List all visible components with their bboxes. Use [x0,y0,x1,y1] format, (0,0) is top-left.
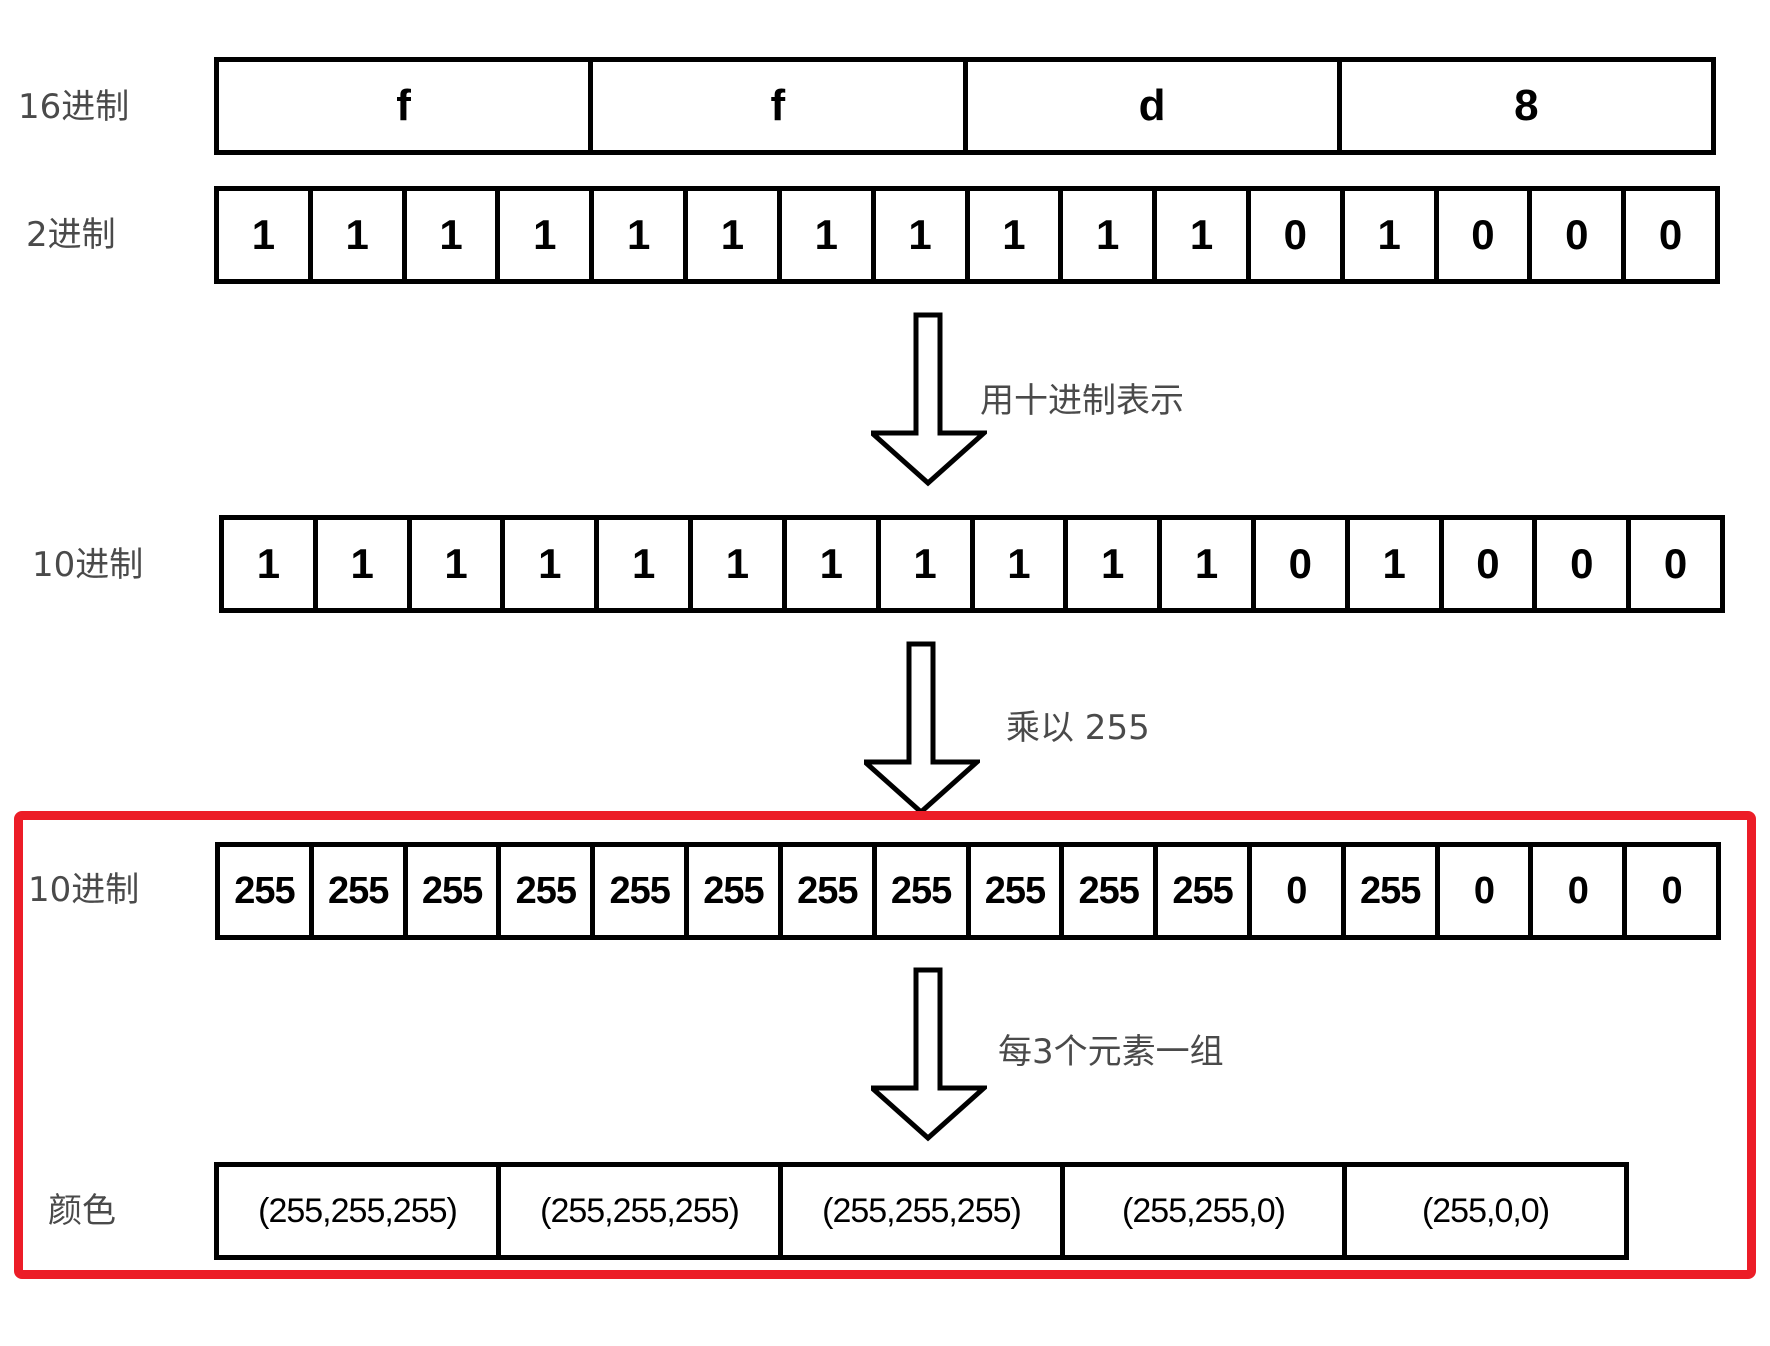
hex-cell: 8 [1514,81,1539,130]
down-arrow-icon [871,312,987,487]
hex-cell: f [593,62,968,150]
decimal-cell: 1 [599,520,694,608]
decimal-cell: 1 [318,520,412,608]
hex-cell: f [219,62,594,150]
binary-cell: 1 [594,191,689,279]
color-cell: (255,0,0) [1421,1191,1550,1230]
scaled-cell: 255 [595,847,690,935]
scaled-cell: 255 [877,847,971,935]
decimal-cell: 1 [975,520,1069,608]
binary-cell: 1 [876,191,970,279]
decimal-cell: 1 [505,520,600,608]
hex-row: f f d 8 [214,57,1716,155]
scaled-cell: 0 [1440,847,1534,935]
binary-cell: 1 [407,191,501,279]
scaled-cell: 255 [314,847,408,935]
scaled-cell: 255 [1346,847,1440,935]
decimal-cell: 0 [1537,520,1632,608]
binary-row: 1 1 1 1 1 1 1 1 1 1 1 0 1 0 0 0 [214,186,1720,284]
step-group: 每3个元素一组 [998,1032,1224,1072]
decimal-cell: 1 [412,520,506,608]
step-to-decimal: 用十进制表示 [980,381,1184,421]
color-cell: (255,255,255) [783,1167,1065,1255]
binary-cell: 1 [1345,191,1439,279]
decimal-cell: 1 [787,520,881,608]
down-arrow-icon [864,641,980,816]
label-binary: 2进制 [26,215,116,255]
color-cell: (255,255,255) [219,1167,501,1255]
binary-cell: 1 [970,191,1064,279]
color-cell: (255,255,0) [1065,1167,1347,1255]
binary-cell: 0 [1251,191,1345,279]
scaled-cell: 255 [501,847,596,935]
highlight-frame [14,811,1756,1279]
decimal-cell: 1 [224,520,318,608]
binary-cell: 1 [1157,191,1251,279]
binary-cell: 1 [1063,191,1158,279]
decimal-cell: 1 [881,520,975,608]
label-hex: 16进制 [18,87,130,127]
decimal-cell: 0 [1256,520,1350,608]
label-decimal-digits: 10进制 [32,545,144,585]
down-arrow-icon [871,967,987,1142]
step-multiply: 乘以 255 [1006,708,1150,748]
color-cell: (255,255,255) [501,1167,783,1255]
scaled-cell: 0 [1661,869,1683,912]
scaled-cell: 0 [1252,847,1346,935]
decimal-cell: 1 [1162,520,1256,608]
scaled-cell: 255 [1064,847,1159,935]
scaled-cell: 255 [689,847,783,935]
scaled-cell: 255 [783,847,877,935]
binary-cell: 1 [219,191,313,279]
decimal-cell: 1 [693,520,787,608]
color-row: (255,255,255) (255,255,255) (255,255,255… [214,1162,1629,1260]
label-color: 颜色 [48,1191,116,1231]
binary-cell: 1 [500,191,595,279]
scaled-cell: 255 [1158,847,1252,935]
decimal-digits-row: 1 1 1 1 1 1 1 1 1 1 1 0 1 0 0 0 [219,515,1725,613]
decimal-cell: 0 [1663,540,1688,587]
hex-cell: d [968,62,1342,150]
decimal-cell: 1 [1350,520,1444,608]
scaled-cell: 255 [220,847,314,935]
binary-cell: 1 [782,191,876,279]
binary-cell: 1 [313,191,407,279]
binary-cell: 0 [1658,211,1683,258]
scaled-cell: 255 [971,847,1065,935]
scaled-cell: 255 [408,847,502,935]
decimal-cell: 1 [1068,520,1163,608]
label-decimal-scaled: 10进制 [28,870,140,910]
decimal-scaled-row: 255 255 255 255 255 255 255 255 255 255 … [215,842,1721,940]
binary-cell: 1 [688,191,782,279]
binary-cell: 0 [1439,191,1533,279]
decimal-cell: 0 [1444,520,1538,608]
scaled-cell: 0 [1533,847,1628,935]
binary-cell: 0 [1532,191,1627,279]
